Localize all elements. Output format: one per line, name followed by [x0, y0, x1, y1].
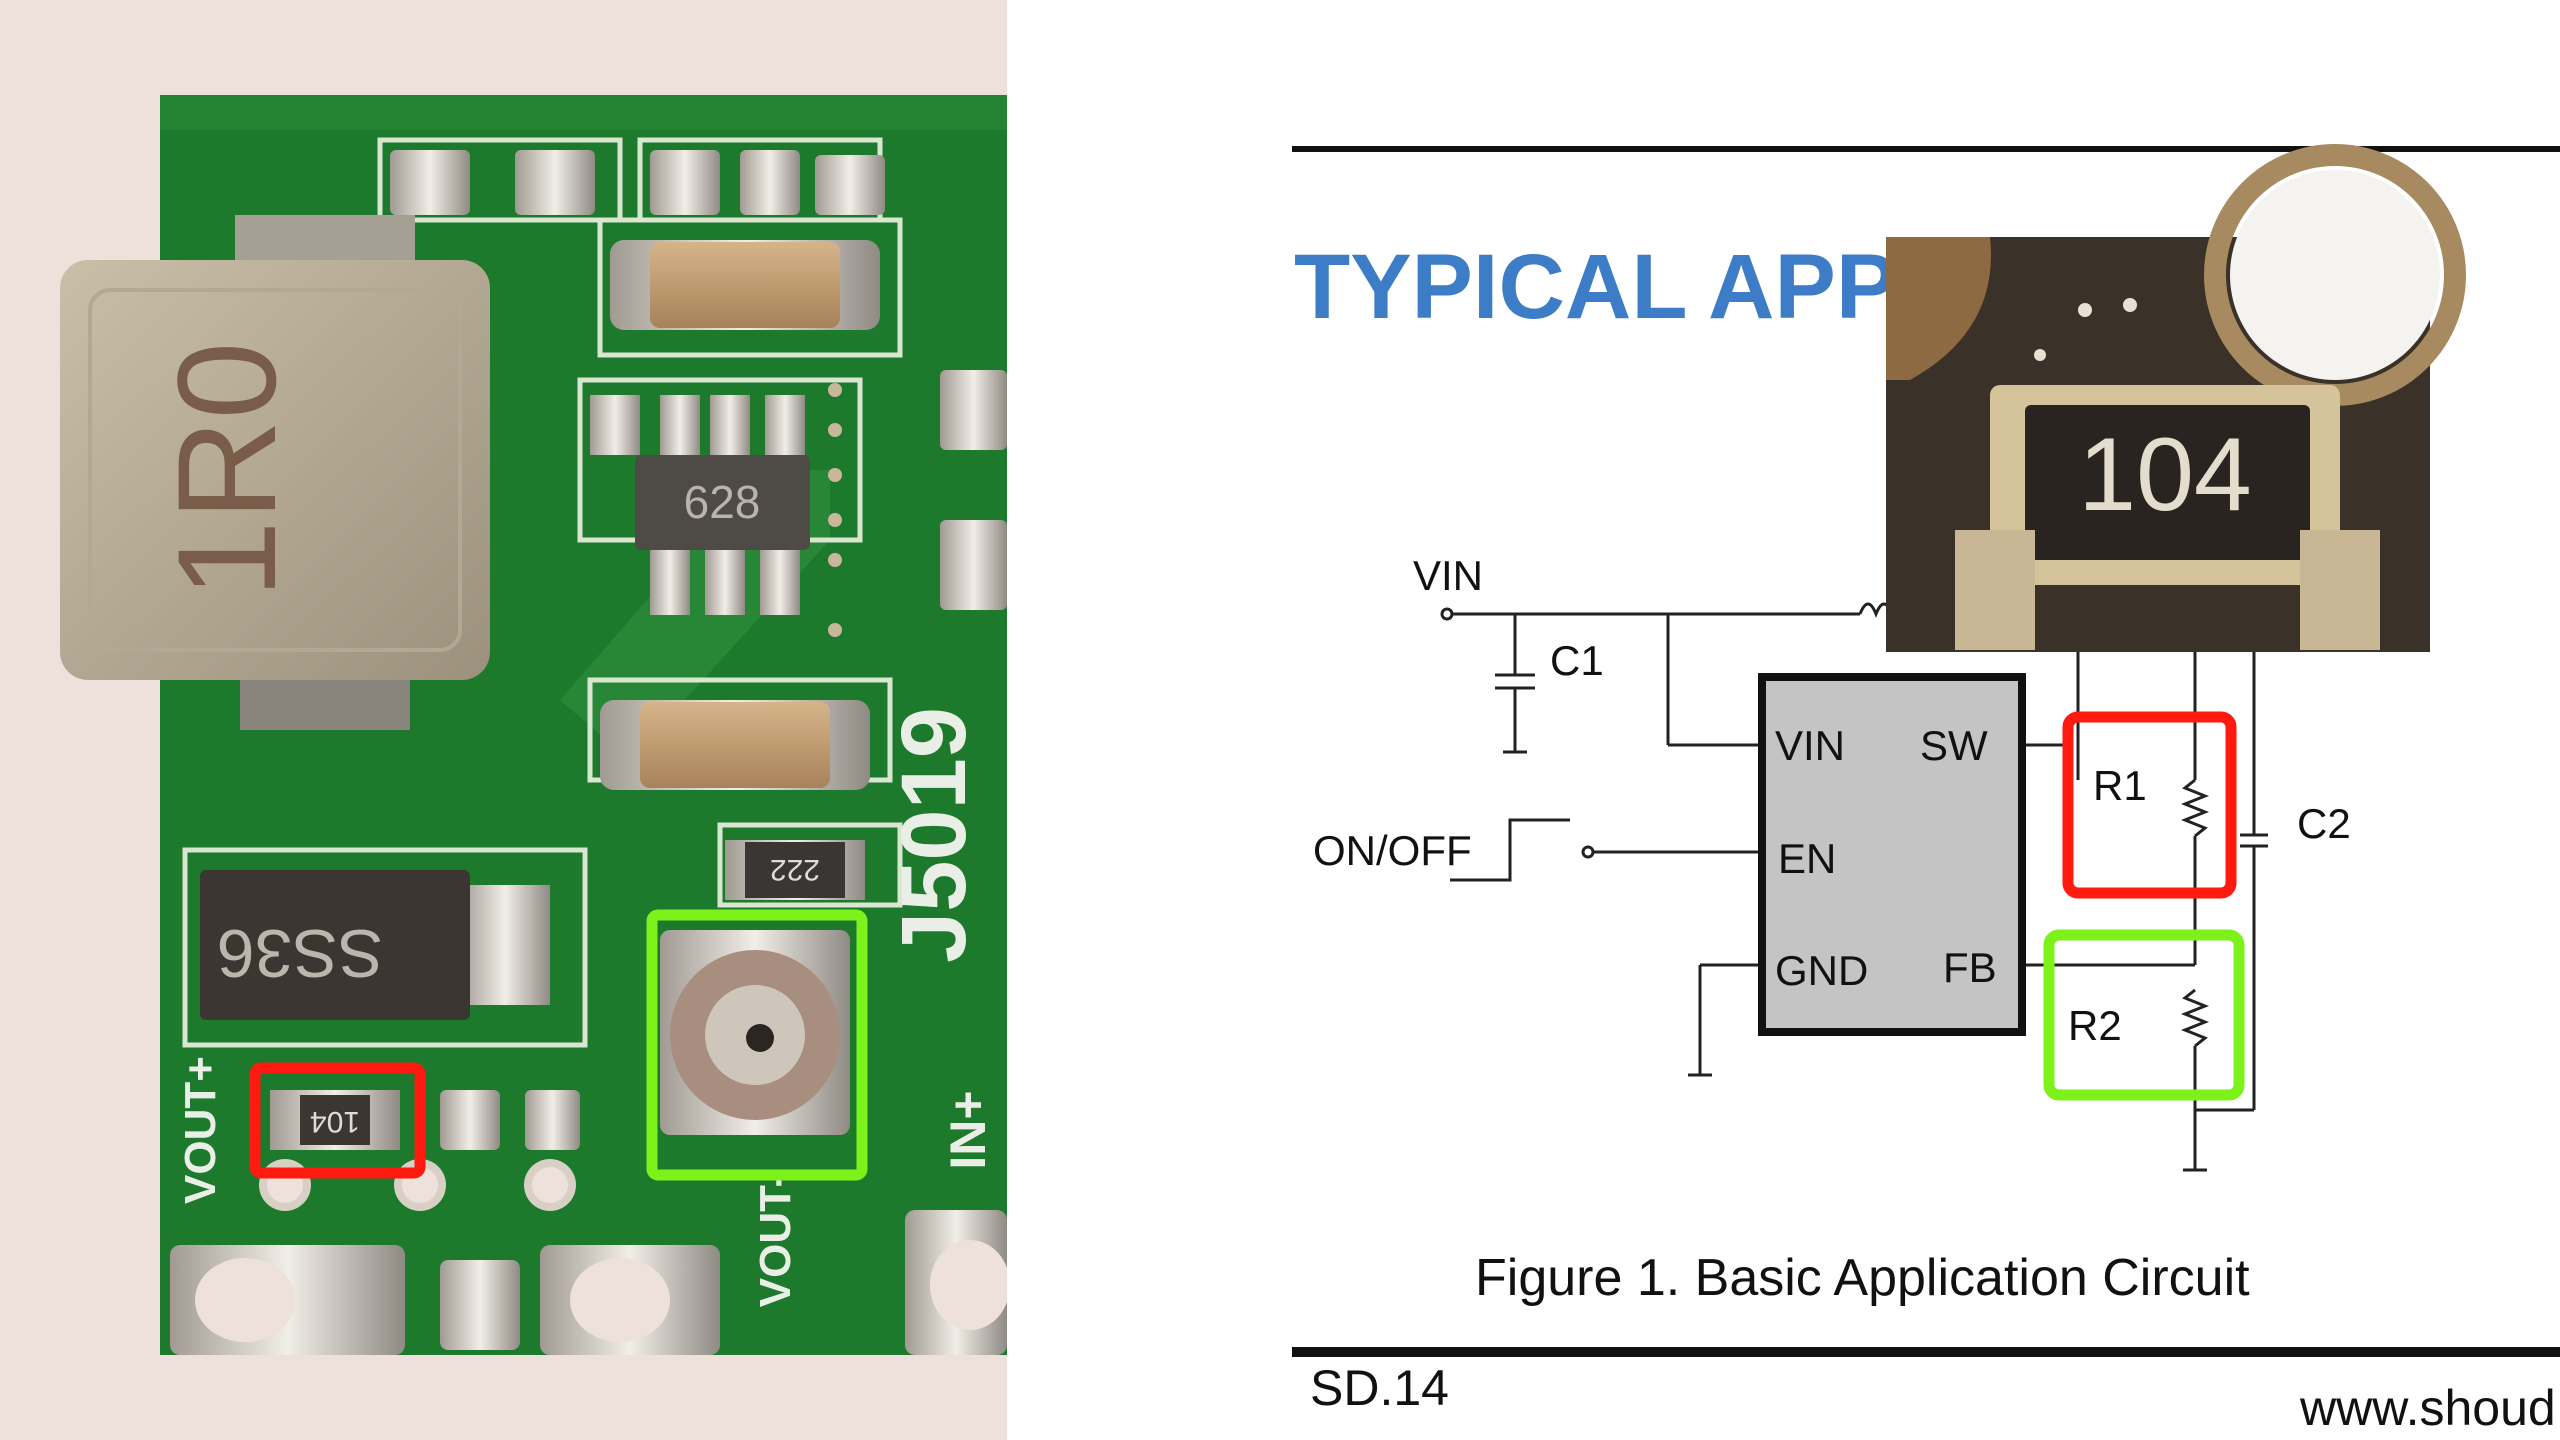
datasheet-illustration: TYPICAL APPLICATION: [1292, 144, 2560, 1436]
label-on-off: ON/OFF: [1313, 827, 1472, 874]
footer-url: www.shoud: [2299, 1380, 2556, 1436]
datasheet-page: TYPICAL APPLICATION: [1007, 0, 2560, 1440]
green-highlight-r2: [2043, 929, 2245, 1101]
resistor-104: 104: [270, 1090, 400, 1150]
diode: SS36: [200, 870, 550, 1020]
zoom-inset-marking: 104: [2078, 417, 2252, 533]
label-r2: R2: [2068, 1002, 2122, 1049]
ic-marking: 628: [684, 476, 761, 528]
schematic-ic: [1758, 673, 2026, 1036]
capacitor-top: [610, 240, 880, 330]
zoom-inset: 104: [1886, 144, 2466, 652]
red-highlight-r1: [2062, 711, 2237, 899]
label-in-plus: IN+: [940, 1090, 996, 1169]
label-vin: VIN: [1413, 552, 1483, 599]
board-id: J5019: [883, 707, 985, 963]
pin-sw: SW: [1920, 722, 1988, 769]
potentiometer: [660, 930, 850, 1135]
diode-marking: SS36: [217, 915, 383, 991]
resistor-222-marking: 222: [770, 853, 820, 886]
red-highlight-resistor: [249, 1062, 426, 1179]
pin-gnd: GND: [1775, 947, 1868, 994]
label-vout-plus: VOUT+: [176, 1056, 225, 1204]
pin-en: EN: [1778, 835, 1836, 882]
resistor-104-marking: 104: [310, 1105, 360, 1138]
label-r1: R1: [2093, 762, 2147, 809]
resistor-222: 222: [725, 840, 865, 900]
figure-caption: Figure 1. Basic Application Circuit: [1475, 1249, 2250, 1307]
capacitor-middle: [600, 700, 870, 790]
pcb-photo: 1R0 628: [0, 0, 1007, 1440]
pcb-illustration: 1R0 628: [60, 95, 1007, 1355]
green-highlight-potentiometer: [646, 909, 868, 1181]
footer-page-id: SD.14: [1310, 1360, 1449, 1416]
bottom-rule: [1292, 1347, 2560, 1357]
top-rule: [1292, 146, 2560, 152]
inductor: 1R0: [60, 215, 490, 730]
pin-vin: VIN: [1775, 722, 1845, 769]
label-c1: C1: [1550, 637, 1604, 684]
regulator-ic: 628: [590, 395, 810, 615]
label-vout-minus: VOUT-: [751, 1173, 800, 1307]
pin-fb: FB: [1943, 944, 1997, 991]
inductor-marking: 1R0: [148, 342, 305, 599]
label-c2: C2: [2297, 800, 2351, 847]
